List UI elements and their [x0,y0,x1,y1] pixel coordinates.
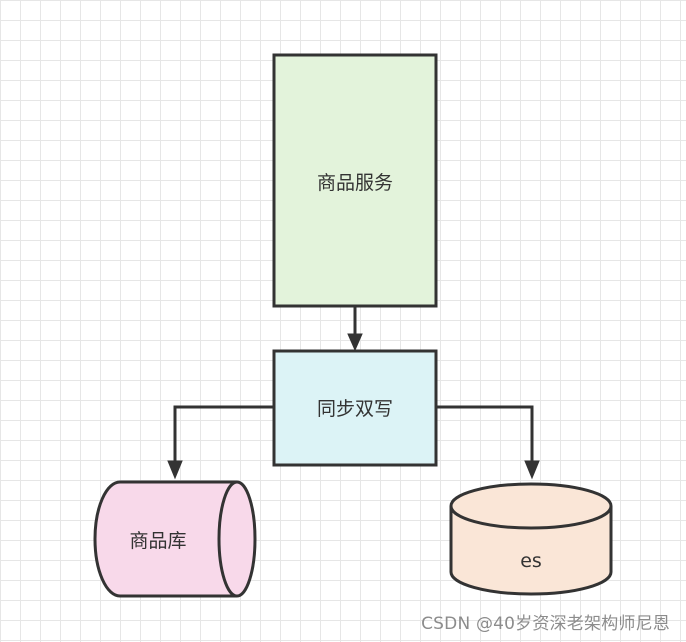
db-node-label: 商品库 [129,530,186,552]
arrowhead-sync-to-db [167,460,183,480]
es-node-body [449,482,613,596]
arrowhead-service-to-sync [347,333,363,352]
db-node-end-arc [217,480,238,598]
db-node[interactable]: 商品库 [93,480,257,598]
es-node-label: es [520,550,542,572]
es-node[interactable]: es [449,482,613,596]
service-node[interactable] [272,53,438,308]
service-node-label: 商品服务 [317,172,393,194]
edge-sync-to-es [436,405,534,463]
sync-node-label: 同步双写 [317,398,393,420]
arrowhead-sync-to-es [524,460,540,480]
sync-node[interactable] [272,349,438,467]
es-node-top-arc [449,505,613,530]
edge-sync-to-db [173,405,274,463]
watermark: CSDN @40岁资深老架构师尼恩 [421,614,670,634]
